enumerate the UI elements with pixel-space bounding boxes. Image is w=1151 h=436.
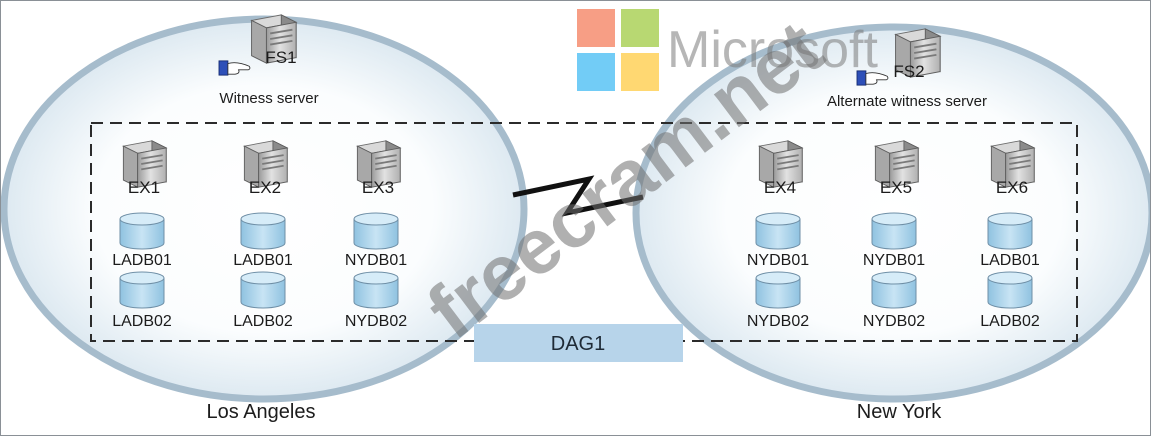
database-name: LADB02 xyxy=(233,313,293,330)
witness-server-fs1: FS1 Witness server xyxy=(218,13,319,107)
database-icon xyxy=(353,277,399,309)
database-name: NYDB02 xyxy=(345,313,407,330)
database-icon-top xyxy=(871,212,917,226)
site-name-new-york: New York xyxy=(857,401,942,423)
database: NYDB02 xyxy=(863,271,925,330)
database-name: NYDB02 xyxy=(863,313,925,330)
database: LADB02 xyxy=(233,271,293,330)
database-icon-top xyxy=(240,271,286,285)
database: NYDB02 xyxy=(747,271,809,330)
database-name: NYDB01 xyxy=(345,252,407,269)
database-icon xyxy=(353,218,399,250)
database-icon-top xyxy=(755,212,801,226)
server-name: EX4 xyxy=(764,178,796,197)
alternate-witness-server-name: FS2 xyxy=(893,62,924,81)
database-icon xyxy=(240,218,286,250)
logo-square-red xyxy=(577,9,615,47)
database: NYDB01 xyxy=(863,212,925,269)
database: LADB01 xyxy=(112,212,172,269)
server-name: EX6 xyxy=(996,178,1028,197)
server-name: EX1 xyxy=(128,178,160,197)
database-name: LADB01 xyxy=(233,252,293,269)
database-icon-top xyxy=(755,271,801,285)
logo-square-blue xyxy=(577,53,615,91)
database-name: NYDB01 xyxy=(863,252,925,269)
witness-server-name: FS1 xyxy=(265,48,296,67)
site-name-los-angeles: Los Angeles xyxy=(207,401,316,423)
database-icon-top xyxy=(353,271,399,285)
database-name: LADB01 xyxy=(112,252,172,269)
database-icon xyxy=(987,218,1033,250)
database-icon-top xyxy=(987,212,1033,226)
database-icon xyxy=(755,277,801,309)
database-icon-top xyxy=(353,212,399,226)
database: NYDB01 xyxy=(747,212,809,269)
database-name: LADB01 xyxy=(980,252,1040,269)
database: LADB02 xyxy=(112,271,172,330)
database-icon-top xyxy=(987,271,1033,285)
database: LADB02 xyxy=(980,271,1040,330)
database-icon xyxy=(871,277,917,309)
server-name: EX2 xyxy=(249,178,281,197)
server-name: EX3 xyxy=(362,178,394,197)
database-icon-top xyxy=(119,212,165,226)
database-icon xyxy=(871,218,917,250)
database: LADB01 xyxy=(233,212,293,269)
database-icon-top xyxy=(119,271,165,285)
database-name: LADB02 xyxy=(980,313,1040,330)
logo-square-green xyxy=(621,9,659,47)
database-icon xyxy=(240,277,286,309)
wan-link-icon xyxy=(512,175,644,217)
database: LADB01 xyxy=(980,212,1040,269)
database-name: NYDB01 xyxy=(747,252,809,269)
logo-square-yellow xyxy=(621,53,659,91)
database-name: NYDB02 xyxy=(747,313,809,330)
witness-server-role: Witness server xyxy=(219,90,318,107)
microsoft-wordmark: Microsoft xyxy=(667,21,878,79)
mailbox-servers: EX1LADB01LADB02EX2LADB01LADB02EX3NYDB01N… xyxy=(112,139,1040,330)
alternate-witness-server-role: Alternate witness server xyxy=(827,93,987,110)
database: NYDB02 xyxy=(345,271,407,330)
dag-label-box xyxy=(474,324,683,362)
dag-label: DAG1 xyxy=(551,333,605,355)
witness-server-fs2: FS2 Alternate witness server xyxy=(827,27,987,110)
database-icon xyxy=(987,277,1033,309)
database-icon-top xyxy=(240,212,286,226)
database-name: LADB02 xyxy=(112,313,172,330)
database-icon-top xyxy=(871,271,917,285)
database-icon xyxy=(119,277,165,309)
database-icon xyxy=(755,218,801,250)
database-icon xyxy=(119,218,165,250)
microsoft-logo: Microsoft xyxy=(577,9,878,91)
server-name: EX5 xyxy=(880,178,912,197)
database: NYDB01 xyxy=(345,212,407,269)
